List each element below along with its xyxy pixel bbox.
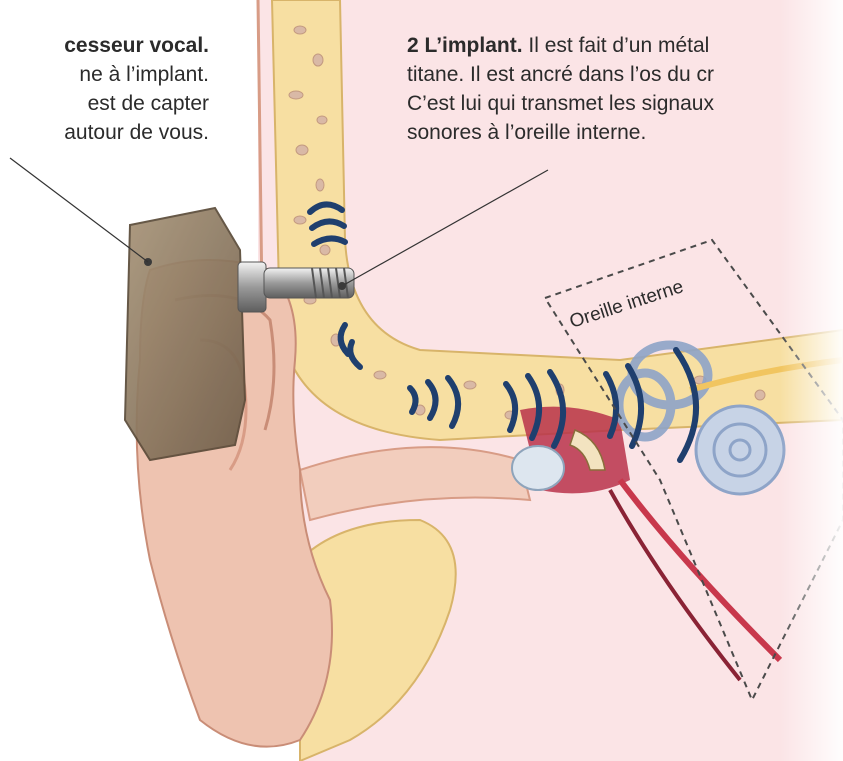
implant-pointer-dot <box>338 282 346 290</box>
processor-caption-line-1: cesseur vocal. <box>64 31 209 60</box>
implant-caption-line-1: 2 L’implant. Il est fait d’un métal <box>407 31 714 60</box>
implant-abutment <box>238 262 266 312</box>
implant-caption-line-3: C’est lui qui transmet les signaux <box>407 89 714 118</box>
implant-caption-title: L’implant. <box>425 34 523 57</box>
processor-caption-line-4: autour de vous. <box>64 118 209 147</box>
processor-pointer-line <box>10 158 148 262</box>
processor-caption-line-2: ne à l’implant. <box>64 60 209 89</box>
cochlea <box>696 406 784 494</box>
implant-caption-text-1: Il est fait d’un métal <box>528 34 709 57</box>
sound-processor <box>125 208 245 460</box>
implant-caption-line-4: sonores à l’oreille interne. <box>407 118 714 147</box>
eardrum <box>512 446 564 490</box>
right-edge-fade <box>780 0 843 761</box>
implant-caption: 2 L’implant. Il est fait d’un métal tita… <box>407 31 714 147</box>
implant-caption-number: 2 <box>407 34 419 57</box>
processor-caption: cesseur vocal. ne à l’implant. est de ca… <box>64 31 209 147</box>
implant-caption-line-2: titane. Il est ancré dans l’os du cr <box>407 60 714 89</box>
processor-caption-line-3: est de capter <box>64 89 209 118</box>
